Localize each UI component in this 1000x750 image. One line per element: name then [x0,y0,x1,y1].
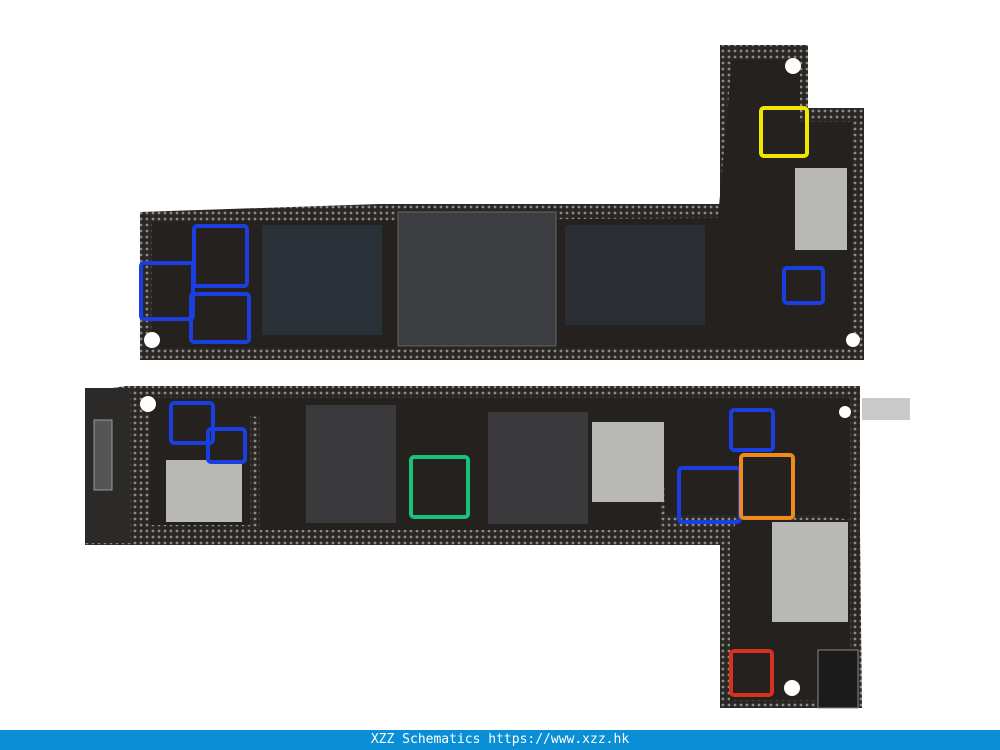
highlight-box-blue [206,427,247,464]
lower-board [85,386,910,709]
watermark-footer: XZZ Schematics https://www.xzz.hk [0,730,1000,750]
upper-board [140,45,864,360]
highlight-box-blue [729,408,775,452]
highlight-box-green [409,455,470,519]
highlight-box-orange [739,453,795,520]
highlight-box-blue [192,224,249,288]
footer-text: XZZ Schematics https://www.xzz.hk [370,732,630,747]
highlight-box-red [729,649,774,697]
highlight-box-blue [169,401,215,445]
highlight-box-blue [782,266,825,305]
soc-chip [397,211,557,347]
logic-board-photo [85,45,910,709]
highlight-box-blue [139,261,195,321]
highlight-box-yellow [759,106,809,158]
modem-chip [306,405,396,523]
highlight-box-blue [189,292,251,344]
